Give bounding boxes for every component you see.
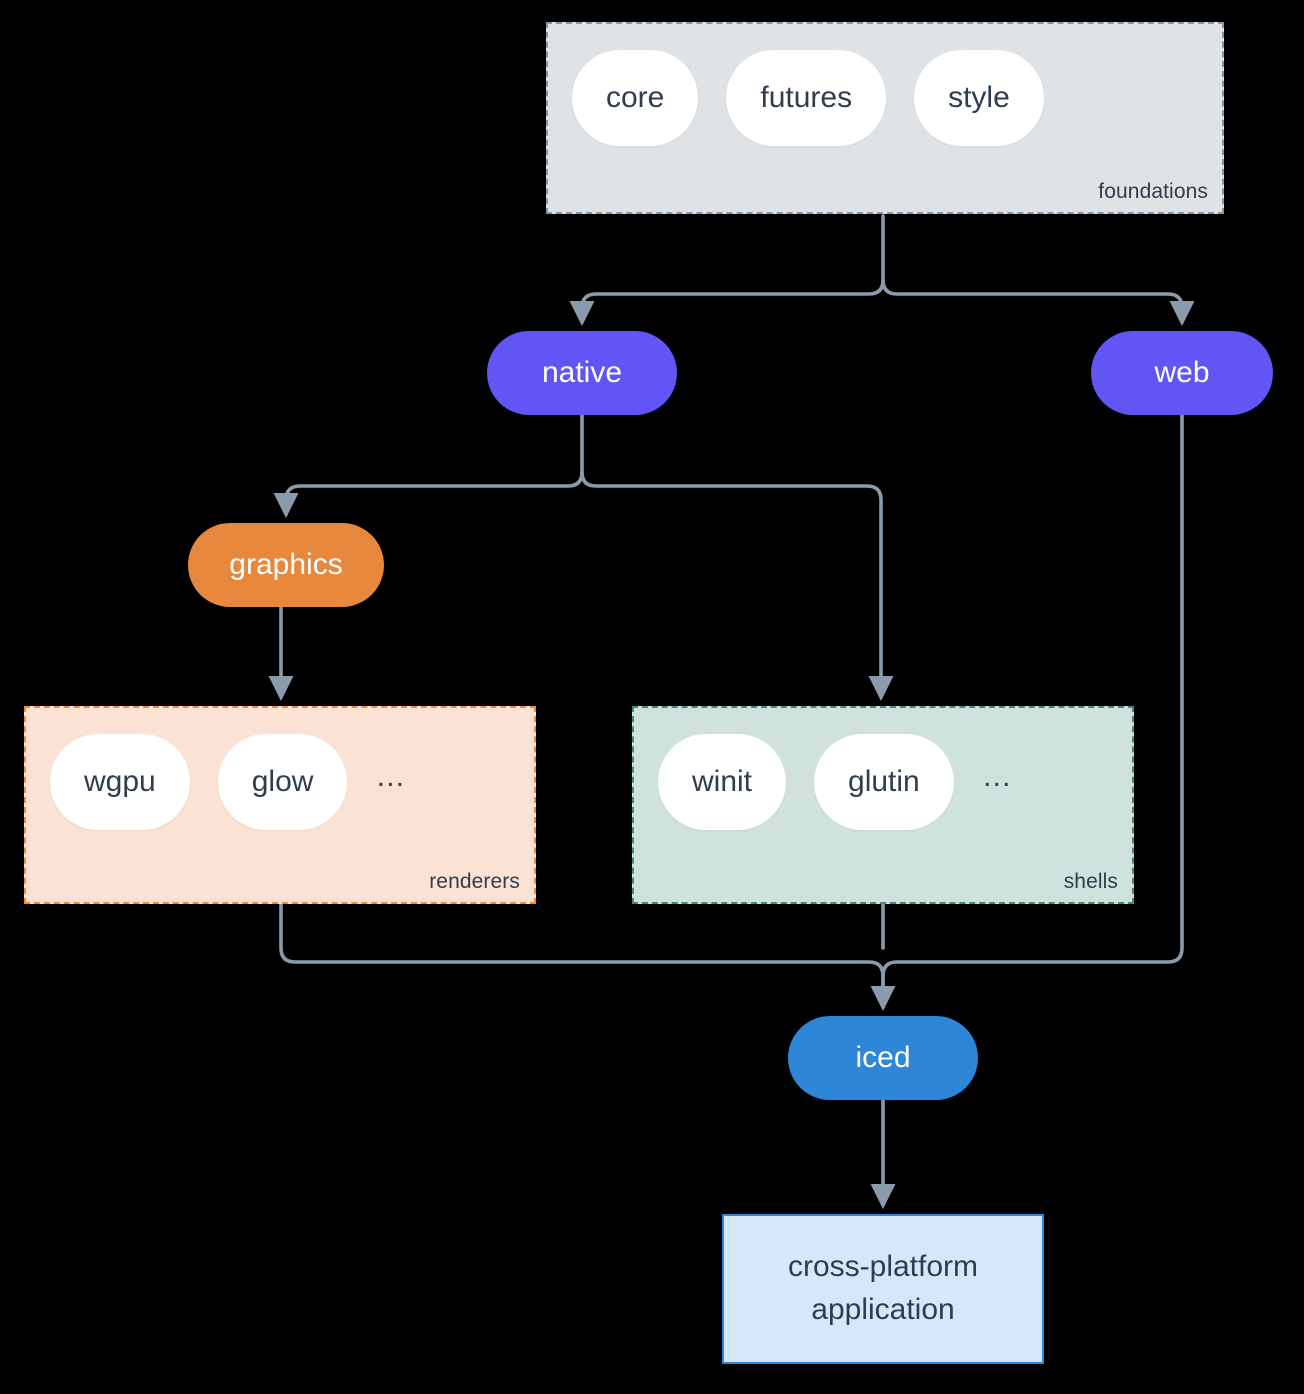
edge-renderers-to-iced xyxy=(279,902,896,1012)
chip-futures[interactable]: futures xyxy=(726,50,887,146)
node-iced[interactable]: iced xyxy=(788,1016,978,1100)
renderers-chip-row: wgpu glow … xyxy=(50,734,407,830)
edge-native-to-shells xyxy=(580,470,894,702)
group-label-foundations: foundations xyxy=(1098,180,1208,203)
node-web[interactable]: web xyxy=(1091,331,1273,415)
application-label-line1: cross-platform xyxy=(787,1250,979,1284)
chip-winit[interactable]: winit xyxy=(658,734,787,830)
node-native[interactable]: native xyxy=(487,331,677,415)
foundations-chip-row: core futures style xyxy=(572,50,1072,146)
chip-core[interactable]: core xyxy=(572,50,699,146)
node-graphics[interactable]: graphics xyxy=(188,523,384,607)
group-shells: winit glutin … shells xyxy=(632,706,1134,904)
chip-glow[interactable]: glow xyxy=(217,734,348,830)
edge-foundations-to-native xyxy=(569,278,885,327)
shells-more-ellipsis: … xyxy=(981,760,1014,793)
chip-style[interactable]: style xyxy=(914,50,1044,146)
chip-wgpu[interactable]: wgpu xyxy=(50,734,190,830)
node-cross-platform-application[interactable]: cross-platform application xyxy=(722,1214,1044,1364)
group-label-shells: shells xyxy=(1063,870,1118,893)
renderers-more-ellipsis: … xyxy=(375,760,408,793)
group-foundations: core futures style foundations xyxy=(546,22,1224,214)
group-renderers: wgpu glow … renderers xyxy=(24,706,536,904)
application-label-line2: application xyxy=(811,1293,955,1326)
group-label-renderers: renderers xyxy=(429,870,520,893)
edge-native-to-graphics xyxy=(273,470,584,519)
shells-chip-row: winit glutin … xyxy=(658,734,1014,830)
chip-glutin[interactable]: glutin xyxy=(814,734,954,830)
edge-foundations-to-web xyxy=(881,278,1195,327)
